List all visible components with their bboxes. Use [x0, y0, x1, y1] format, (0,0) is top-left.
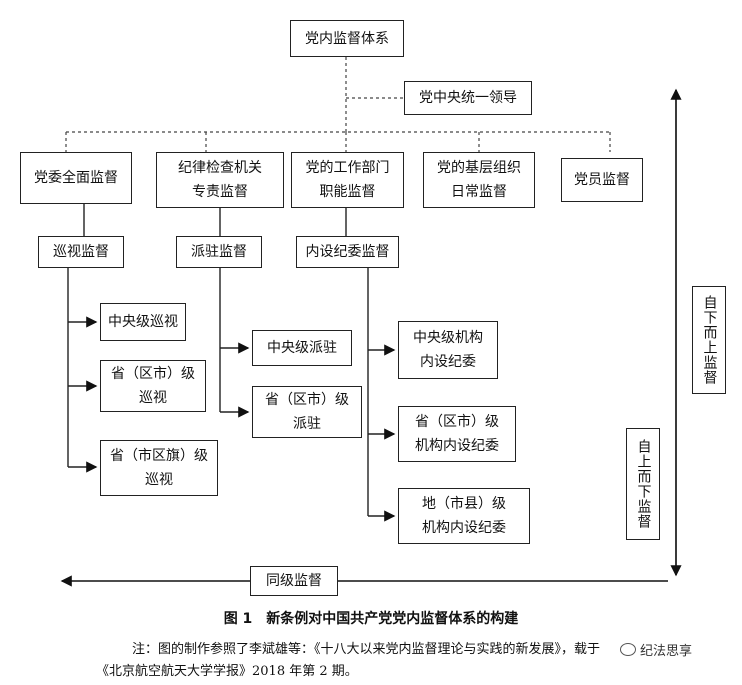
wechat-icon	[620, 643, 636, 656]
level2-node-internal: 内设纪委监督	[296, 236, 399, 268]
solid-tree-lines	[67, 204, 396, 522]
root-node: 党内监督体系	[290, 20, 404, 57]
leadership-node: 党中央统一领导	[404, 81, 532, 115]
level1-node-work-departments: 党的工作部门 职能监督	[291, 152, 404, 208]
patrol-item-city: 省（市区旗）级 巡视	[100, 440, 218, 496]
patrol-item-central: 中央级巡视	[100, 303, 186, 341]
watermark-text: 纪法思享	[640, 644, 693, 659]
watermark: 纪法思享	[620, 640, 692, 659]
station-item-provincial: 省（区市）级 派驻	[252, 386, 362, 438]
figure-caption: 图 1 新条例对中国共产党党内监督体系的构建	[223, 611, 519, 627]
direction-arrows	[60, 88, 682, 587]
internal-item-central: 中央级机构 内设纪委	[398, 321, 498, 379]
station-item-central: 中央级派驻	[252, 330, 352, 366]
top-down-label: 自上而下监督	[626, 428, 660, 540]
internal-item-city: 地（市县）级 机构内设纪委	[398, 488, 530, 544]
note-line-2: 《北京航空航天大学学报》2018 年第 2 期。	[96, 664, 358, 679]
peer-supervision-label: 同级监督	[250, 566, 338, 596]
note-line-1: 注：图的制作参照了李斌雄等：《十八大以来党内监督理论与实践的新发展》，载于	[132, 642, 601, 657]
dashed-hierarchy-lines	[65, 57, 611, 152]
level1-node-discipline-inspection: 纪律检查机关 专责监督	[156, 152, 284, 208]
level2-node-station: 派驻监督	[176, 236, 262, 268]
internal-item-provincial: 省（区市）级 机构内设纪委	[398, 406, 516, 462]
patrol-item-provincial: 省（区市）级 巡视	[100, 360, 206, 412]
level2-node-patrol: 巡视监督	[38, 236, 124, 268]
bottom-up-label: 自下而上监督	[692, 286, 726, 394]
level1-node-party-members: 党员监督	[561, 158, 643, 202]
level1-node-grassroots: 党的基层组织 日常监督	[423, 152, 535, 208]
level1-node-party-committee: 党委全面监督	[20, 152, 132, 204]
